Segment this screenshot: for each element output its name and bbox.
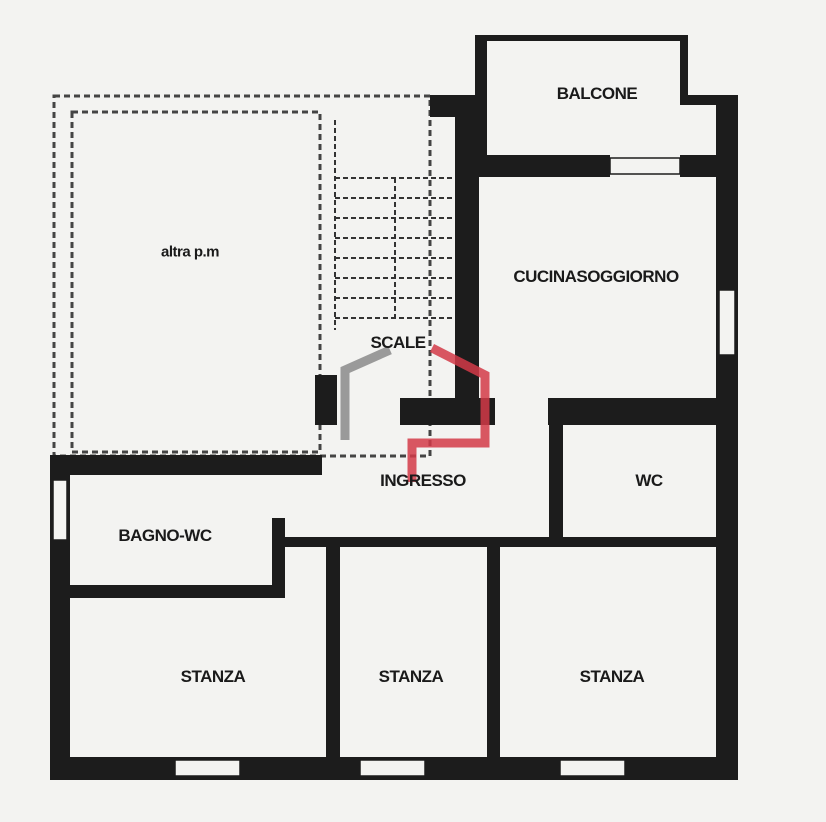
stairs — [334, 120, 455, 330]
other-property-outline — [52, 94, 432, 458]
room-label-stairs: SCALE — [370, 333, 426, 352]
red-path — [407, 343, 490, 482]
room-label-room-center: STANZA — [378, 667, 444, 686]
room-label-wc: WC — [635, 471, 663, 490]
room-label-balcony: BALCONE — [556, 84, 638, 103]
room-label-bathroom: BAGNO-WC — [118, 526, 212, 545]
room-label-entrance: INGRESSO — [380, 471, 466, 490]
gray-path — [340, 345, 392, 440]
room-label-room-left: STANZA — [180, 667, 246, 686]
windows — [52, 157, 736, 777]
room-label-other-property: altra p.m — [160, 243, 220, 261]
room-label-room-right: STANZA — [579, 667, 645, 686]
room-label-kitchen-living: CUCINASOGGIORNO — [513, 267, 679, 286]
